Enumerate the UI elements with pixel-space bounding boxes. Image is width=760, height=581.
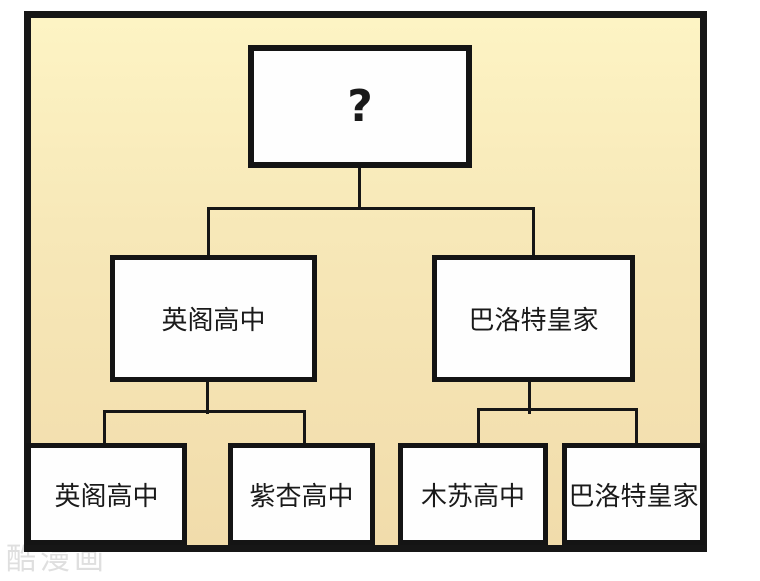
connector-root-stem	[358, 168, 361, 210]
connector-left-child2-drop	[303, 410, 306, 445]
connector-right-stem	[528, 378, 531, 414]
tree-node-level2-left: 英阁高中	[110, 255, 317, 382]
connector-right-child2-drop	[635, 408, 638, 445]
connector-level2-left-drop	[207, 207, 210, 257]
tree-node-level3-4: 巴洛特皇家	[562, 443, 705, 545]
connector-left-child1-drop	[103, 410, 106, 445]
connector-left-crossbar	[103, 410, 306, 413]
tree-node-level2-left-label: 英阁高中	[161, 306, 266, 336]
tree-node-root-label: ?	[347, 81, 373, 132]
tree-node-level3-2: 紫杏高中	[228, 443, 375, 545]
tree-node-level3-4-label: 巴洛特皇家	[568, 481, 699, 512]
tree-node-level3-3: 木苏高中	[398, 443, 548, 545]
tree-node-root: ?	[248, 45, 472, 168]
connector-level2-right-drop	[532, 207, 535, 257]
connector-left-stem	[206, 378, 209, 414]
tree-node-level2-right-label: 巴洛特皇家	[468, 306, 599, 336]
tree-node-level3-1-label: 英阁高中	[54, 481, 159, 512]
connector-level2-crossbar	[207, 207, 535, 210]
connector-right-child1-drop	[477, 408, 480, 445]
connector-right-crossbar	[477, 408, 638, 411]
tree-node-level3-3-label: 木苏高中	[420, 481, 525, 512]
tree-node-level3-1: 英阁高中	[26, 443, 187, 545]
tree-node-level3-2-label: 紫杏高中	[249, 481, 354, 512]
tree-node-level2-right: 巴洛特皇家	[432, 255, 635, 382]
